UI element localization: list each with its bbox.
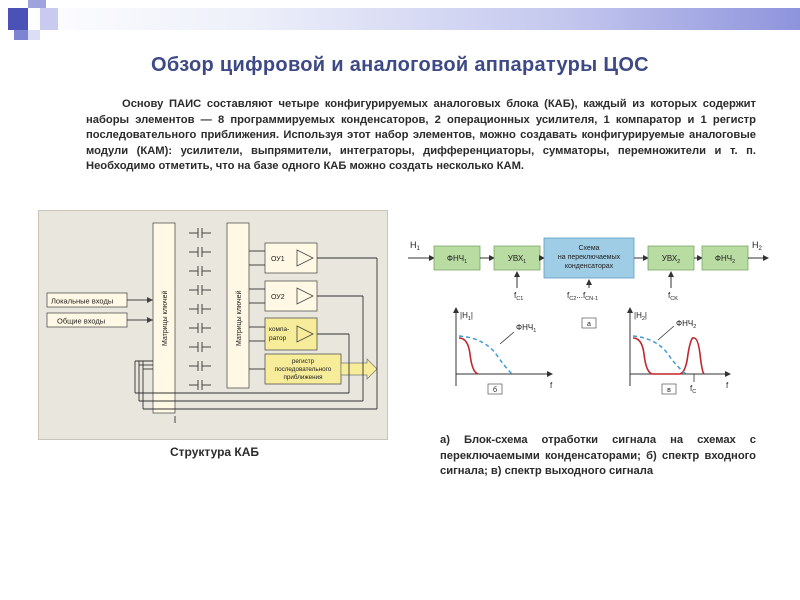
lpf2-response-curve	[632, 335, 687, 375]
capacitor-column	[189, 228, 211, 390]
capacitor	[189, 361, 211, 371]
switch-matrix-right-label: Матрицы ключей	[235, 290, 243, 346]
arrow-head	[147, 297, 153, 303]
switch-matrix-left	[152, 222, 176, 414]
lpf1-response-curve	[458, 335, 513, 375]
fck-label: fCK	[668, 291, 678, 302]
spectrum-v-lpf-label: ФНЧ2	[676, 319, 696, 330]
output-spectrum-curve	[632, 337, 705, 375]
kab-structure-panel: Локальные входы Общие входы Матрицы ключ…	[38, 210, 388, 440]
header-gradient-band	[8, 8, 800, 30]
lpf1-label: ФНЧ1	[447, 254, 467, 265]
spectrum-b-lpf-label: ФНЧ1	[516, 323, 536, 334]
slide-title: Обзор цифровой и аналоговой аппаратуры Ц…	[151, 54, 649, 76]
label-b: б	[493, 386, 497, 394]
deco-square	[8, 8, 28, 30]
op-amp-1-box	[264, 242, 318, 274]
capacitor	[189, 304, 211, 314]
switched-cap-scheme-block	[543, 237, 635, 279]
lpf2-label: ФНЧ2	[715, 254, 735, 265]
intro-paragraph-text: Основу ПАИС составляют четыре конфигурир…	[86, 98, 756, 173]
op-amp-1-label: ОУ1	[271, 256, 285, 263]
register-output-arrow	[340, 358, 378, 380]
label-a-box	[581, 317, 597, 329]
deco-square	[28, 0, 46, 8]
scheme-label-1: Схема	[578, 245, 599, 252]
sample-hold-2-label: УВХ2	[662, 254, 680, 265]
deco-square	[40, 8, 58, 30]
spectrum-b-f-label: f	[550, 381, 553, 390]
fc1-label: fC1	[514, 291, 523, 302]
comparator-box	[264, 317, 318, 351]
spectrum-v-f-label: f	[726, 381, 729, 390]
sample-hold-1-label: УВХ1	[508, 254, 526, 265]
capacitor	[189, 228, 211, 238]
label-v: в	[667, 387, 671, 394]
sample-hold-1-block	[493, 245, 541, 271]
spectrum-b-y-label: |Н1|	[460, 311, 473, 322]
common-inputs-label: Общие входы	[57, 317, 105, 326]
capacitor	[189, 380, 211, 390]
comparator-symbol	[296, 325, 314, 343]
input-spectrum-curve	[458, 337, 479, 375]
input-spectrum-plot: |Н1| ФНЧ1 f б	[453, 307, 553, 395]
comparator-label-2: ратор	[269, 335, 287, 342]
capacitor	[189, 323, 211, 333]
register-label-2: последовательного	[275, 366, 332, 373]
scheme-label-2: на переключаемых	[558, 254, 621, 261]
arrow-head	[147, 317, 153, 323]
capacitor	[189, 342, 211, 352]
capacitor	[189, 266, 211, 276]
op-amp-2-symbol	[296, 287, 314, 305]
op-amp-2-label: ОУ2	[271, 294, 285, 301]
kab-caption: Структура КАБ	[170, 445, 260, 459]
filter-block-diagram: Н1 ФНЧ1 УВХ1 Схема на переключаемых конд…	[408, 237, 769, 395]
local-inputs-label: Локальные входы	[51, 297, 113, 306]
h2-label: Н2	[752, 240, 763, 252]
capacitor	[189, 285, 211, 295]
filter-caption: а) Блок-схема отработки сигнала на схема…	[440, 434, 756, 477]
op-amp-1-symbol	[296, 249, 314, 267]
comparator-label-1: компа-	[269, 326, 289, 333]
fc-range-label: fC2...fCN-1	[567, 291, 598, 302]
kab-structure-diagram: Локальные входы Общие входы Матрицы ключ…	[46, 222, 378, 423]
intro-paragraph: Основу ПАИС составляют четыре конфигурир…	[86, 97, 756, 175]
output-spectrum-plot: |Н2| ФНЧ2 fC f в	[627, 307, 731, 395]
register-label-1: регистр	[292, 358, 315, 365]
fc-mark-label: fC	[690, 384, 696, 395]
h1-label: Н1	[410, 240, 421, 252]
lpf2-block	[701, 245, 749, 271]
capacitor	[189, 247, 211, 257]
spectrum-v-y-label: |Н2|	[634, 311, 647, 322]
deco-square	[14, 30, 28, 40]
header-decoration	[0, 0, 800, 40]
register-label-3: приближения	[283, 373, 322, 381]
wiring	[134, 250, 378, 423]
switch-matrix-right	[226, 222, 250, 389]
scheme-label-3: конденсаторах	[565, 263, 614, 270]
label-a: a	[587, 321, 591, 328]
op-amp-2-box	[264, 280, 318, 312]
switch-matrix-left-label: Матрицы ключей	[161, 290, 169, 346]
deco-square	[28, 30, 40, 40]
